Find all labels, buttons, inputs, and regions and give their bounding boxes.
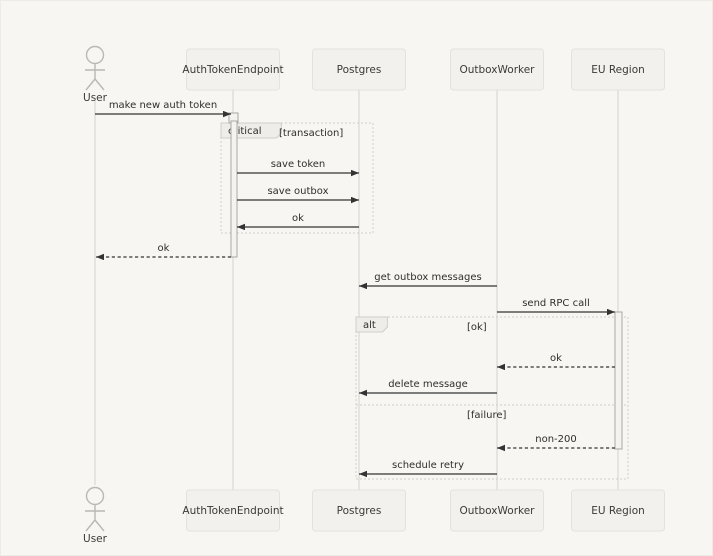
message-label: ok: [292, 213, 304, 224]
lifelines-group: [94, 90, 619, 490]
activation-bars-group: [228, 112, 623, 450]
participant-pg[interactable]: Postgres: [312, 489, 406, 532]
message-m2: save token: [237, 159, 359, 177]
fragment-condition-label: [transaction]: [279, 128, 343, 139]
actor-user[interactable]: User: [83, 486, 108, 546]
message-m7: send RPC call: [497, 298, 615, 316]
message-m5: ok: [96, 243, 231, 261]
participant-pg[interactable]: Postgres: [312, 48, 406, 91]
activation-bar-eu-rpc: [614, 311, 623, 450]
participant-auth[interactable]: AuthTokenEndpoint: [182, 489, 284, 532]
participant-eu[interactable]: EU Region: [571, 48, 665, 91]
message-label: send RPC call: [522, 298, 590, 309]
message-label: schedule retry: [392, 460, 464, 471]
message-label: ok: [158, 243, 170, 254]
message-label: get outbox messages: [374, 272, 481, 283]
participants-bottom-group: User AuthTokenEndpoint Postgres OutboxWorke…: [83, 486, 665, 546]
fragment-divider-condition: [failure]: [467, 410, 506, 421]
message-m8: ok: [497, 353, 615, 371]
participant-label: Postgres: [337, 64, 382, 76]
actor-label: User: [83, 533, 108, 545]
fragments-group: critical [transaction] alt [ok] [failure]: [220, 122, 629, 480]
participant-label: OutboxWorker: [459, 64, 535, 76]
participant-label: AuthTokenEndpoint: [182, 64, 283, 76]
participant-worker[interactable]: OutboxWorker: [450, 489, 544, 532]
participant-label: EU Region: [591, 64, 645, 76]
message-label: save token: [271, 159, 326, 170]
message-m6: get outbox messages: [359, 272, 497, 290]
participant-label: Postgres: [337, 505, 382, 517]
fragment-operator-label: alt: [363, 320, 376, 331]
participant-worker[interactable]: OutboxWorker: [450, 48, 544, 91]
message-label: save outbox: [267, 186, 328, 197]
participant-label: AuthTokenEndpoint: [182, 505, 283, 517]
message-m10: non-200: [497, 434, 615, 452]
fragment-condition-label: [ok]: [467, 322, 487, 333]
message-label: ok: [550, 353, 562, 364]
messages-group: make new auth token save token save outbox…: [95, 100, 615, 478]
message-m4: ok: [237, 213, 359, 231]
message-m1: make new auth token: [95, 100, 231, 118]
message-label: make new auth token: [109, 100, 217, 111]
message-m3: save outbox: [237, 186, 359, 204]
actor-label: User: [83, 92, 108, 104]
participant-auth[interactable]: AuthTokenEndpoint: [182, 48, 284, 91]
participant-label: OutboxWorker: [459, 505, 535, 517]
activation-bar-auth-main: [230, 120, 238, 258]
fragment-operator-label: critical: [228, 126, 262, 137]
message-label: delete message: [388, 379, 468, 390]
message-label: non-200: [535, 434, 577, 445]
participant-eu[interactable]: EU Region: [571, 489, 665, 532]
message-m9: delete message: [359, 379, 497, 397]
participant-label: EU Region: [591, 505, 645, 517]
actor-user[interactable]: User: [83, 45, 108, 105]
participants-top-group: User AuthTokenEndpoint Postgres OutboxWorke…: [83, 45, 665, 105]
message-m11: schedule retry: [359, 460, 497, 478]
fragment-alt-rpc-result: alt [ok] [failure]: [355, 316, 629, 480]
